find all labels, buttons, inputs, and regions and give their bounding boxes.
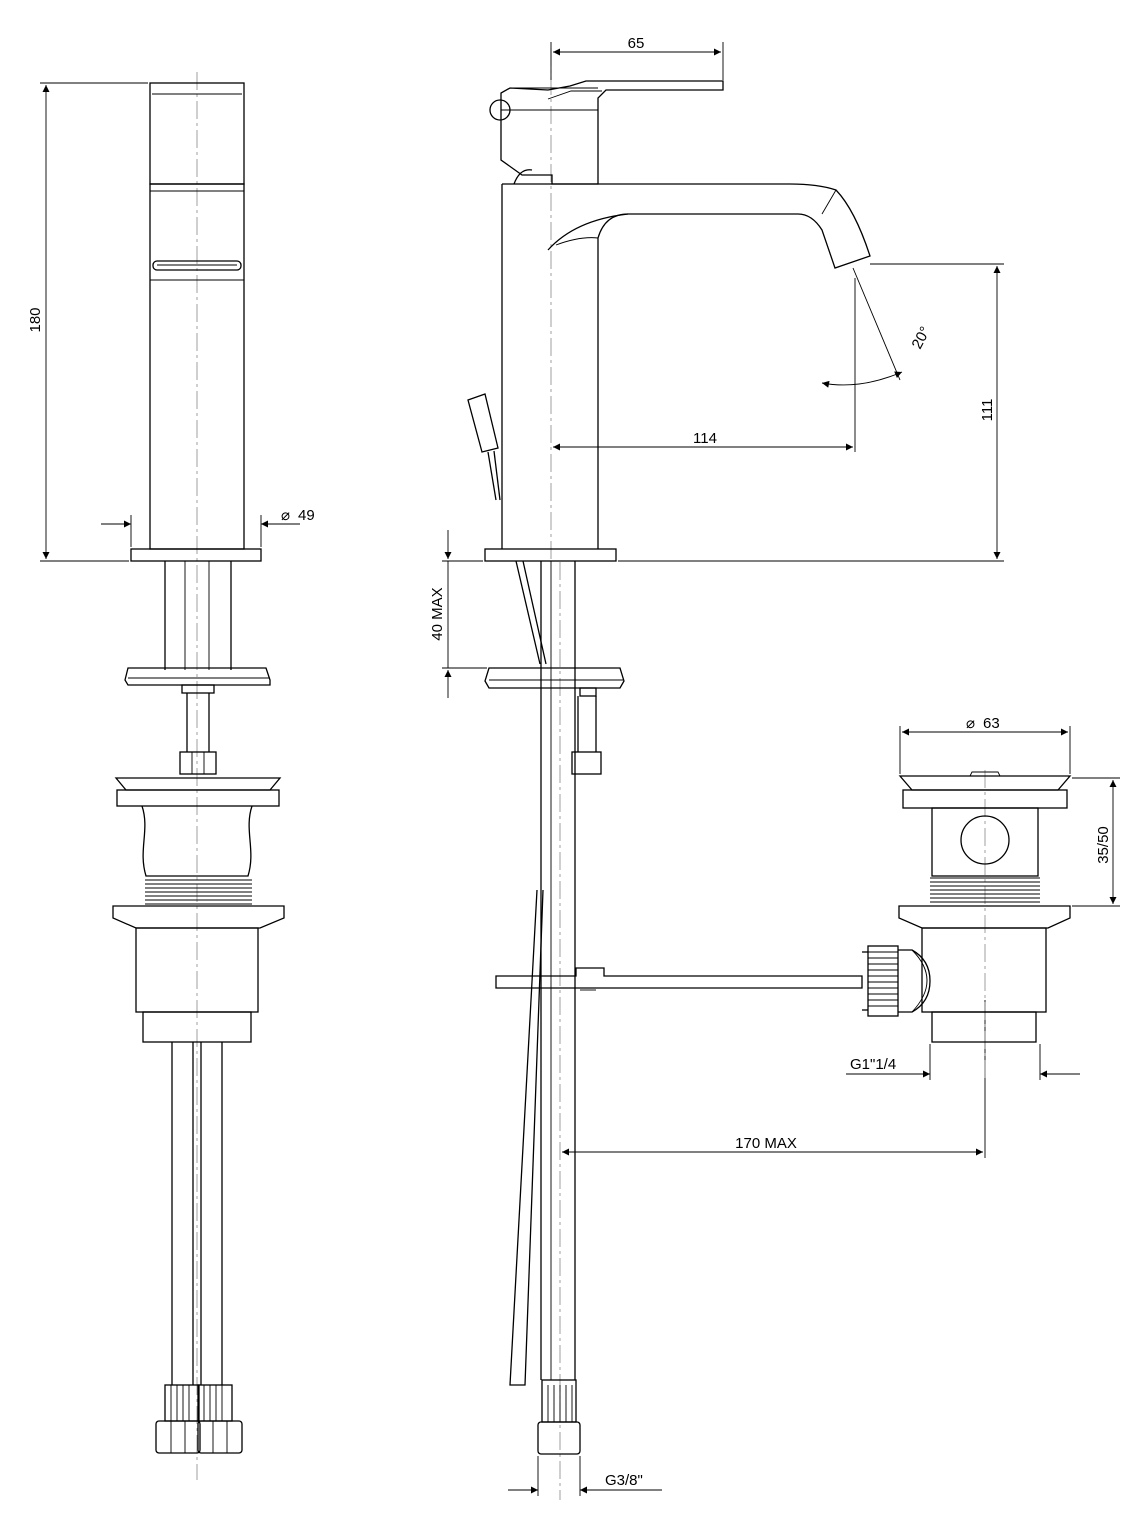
dimension-spout-reach: 114 — [553, 430, 853, 451]
waste-locknut — [898, 905, 1071, 929]
waste-rod-connector — [862, 945, 931, 1017]
dimension-spout-angle-label: 20° — [909, 324, 935, 352]
dimension-spout-reach-label: 114 — [693, 430, 717, 447]
dimension-waste-height-label: 35/50 — [1095, 826, 1112, 864]
side-horizontal-rod — [495, 967, 863, 989]
waste-detail — [862, 770, 1072, 1080]
dimension-hose-thread: G3/8" — [508, 1456, 662, 1496]
front-fixing-plate — [124, 667, 271, 686]
dimension-waste-height: 35/50 — [1072, 777, 1120, 907]
dimension-spout-height: 111 — [618, 263, 1004, 562]
front-waste-flange — [114, 777, 282, 791]
dimension-diameter-waste: ⌀ 63 — [899, 715, 1071, 774]
dimension-rod-max: 170 MAX — [562, 1000, 986, 1158]
side-view — [467, 48, 871, 1500]
dimension-lever-length: 65 — [550, 35, 724, 80]
dimension-hose-thread-label: G3/8" — [605, 1472, 643, 1489]
dimension-waste-thread-label: G1"1/4 — [850, 1056, 896, 1073]
dimension-lever-length-label: 65 — [628, 35, 645, 52]
side-hose-fitting — [537, 1379, 581, 1455]
diameter-symbol: ⌀ — [281, 507, 290, 524]
dimension-counter-thickness: 40 MAX — [429, 530, 487, 698]
front-locknut — [112, 905, 285, 929]
front-hose-fittings — [155, 1384, 243, 1454]
dimension-diameter-waste-label: 63 — [983, 715, 1000, 732]
waste-body — [931, 807, 1039, 877]
waste-overflow-hole — [960, 815, 1010, 865]
diameter-symbol-waste: ⌀ — [966, 715, 975, 732]
dimension-rod-max-label: 170 MAX — [735, 1135, 797, 1152]
side-popup-rod — [509, 889, 544, 1386]
front-aerator-slot — [152, 260, 242, 271]
side-base-plate — [484, 548, 617, 562]
dimension-height-total: 180 — [27, 82, 148, 562]
side-popup-knob — [467, 393, 501, 501]
side-nut — [571, 751, 602, 775]
dimension-spout-angle: 20° — [821, 267, 935, 452]
front-base-plate — [130, 548, 262, 562]
front-waste-thread — [145, 879, 252, 905]
dimension-height-total-label: 180 — [27, 307, 44, 332]
dimension-diameter-body: ⌀ 49 — [101, 507, 315, 547]
front-waste-tail — [142, 1011, 252, 1043]
side-lever — [500, 80, 724, 185]
dimension-waste-thread: G1"1/4 — [846, 1044, 1080, 1080]
front-waste-body — [141, 805, 253, 877]
side-lever-pin — [489, 99, 511, 121]
dimension-spout-height-label: 111 — [979, 399, 996, 422]
side-body-spout — [501, 183, 871, 549]
dimension-counter-thickness-label: 40 MAX — [429, 587, 446, 640]
waste-thread — [930, 877, 1040, 903]
waste-tail — [931, 1011, 1037, 1043]
front-nut — [179, 751, 217, 775]
side-fixing-plate — [484, 667, 625, 689]
front-view — [112, 72, 285, 1480]
dimension-diameter-body-label: 49 — [298, 507, 315, 524]
